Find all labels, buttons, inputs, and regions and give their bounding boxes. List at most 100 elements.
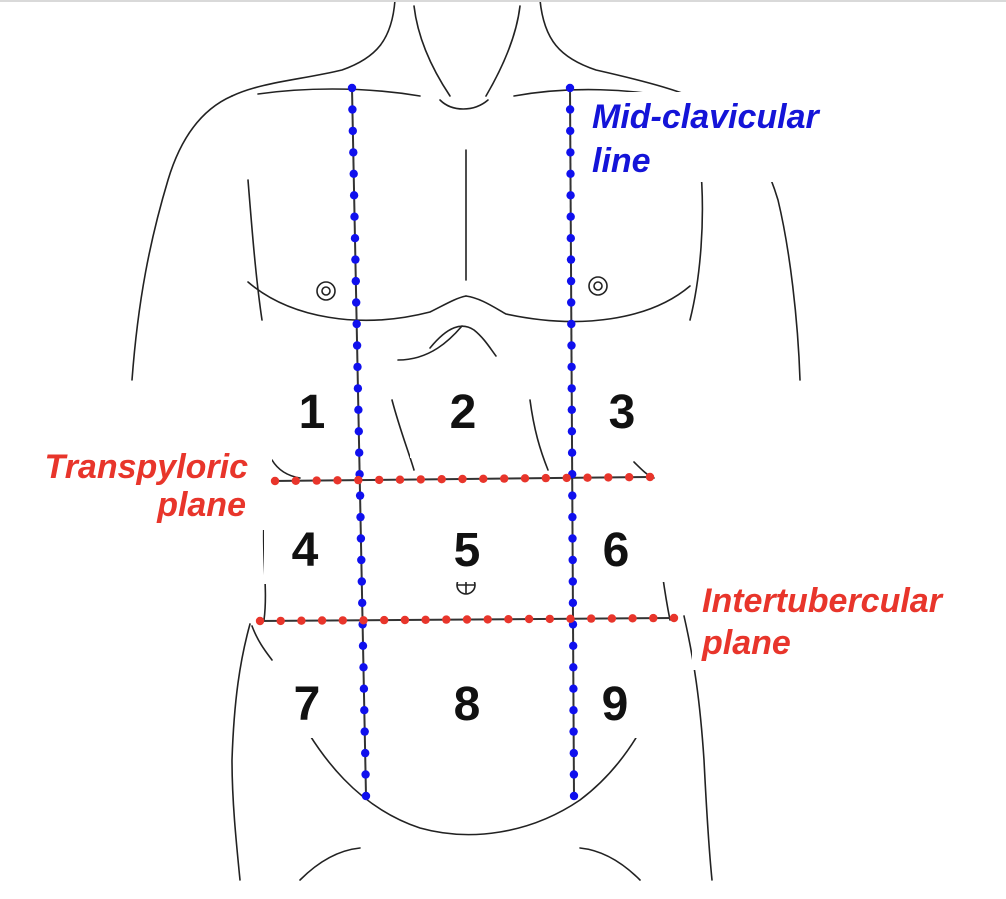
midclavicular-left-dot xyxy=(355,491,365,500)
transpyloric-label-line1: Transpyloric xyxy=(45,448,249,486)
midclavicular-left-dot xyxy=(355,448,364,457)
midclavicular-right-dot xyxy=(569,770,579,779)
region-6: 6 xyxy=(603,524,630,577)
midclavicular-left-dot xyxy=(352,298,361,307)
transpyloric-dot xyxy=(270,476,280,486)
midclavicular-right-dot xyxy=(567,319,576,329)
neck-inner-right xyxy=(485,5,521,97)
region-8: 8 xyxy=(454,678,481,731)
midclavicular-right-dot xyxy=(566,126,575,136)
midclavicular-left-dot xyxy=(347,83,357,93)
right-nipple xyxy=(588,276,608,296)
transpyloric-dot xyxy=(437,475,446,484)
midclavicular-right-dot xyxy=(568,512,577,522)
midclavicular-left-dot xyxy=(351,255,360,264)
intertubercular-dot xyxy=(380,615,389,625)
midclavicular-left-dot xyxy=(352,319,361,329)
left-arm-inner xyxy=(247,179,263,321)
intertubercular-dot xyxy=(504,615,513,624)
top-border xyxy=(0,0,1006,2)
transpyloric-dot xyxy=(416,475,425,484)
transpyloric-dot xyxy=(375,475,384,485)
intertubercular-dot xyxy=(607,614,617,623)
left-iliac xyxy=(251,625,273,661)
midclavicular-right-dot xyxy=(568,577,577,586)
midclavicular-right-dot xyxy=(569,706,578,715)
midclavicular-right-dot xyxy=(567,341,576,350)
midclavicular-left-dot xyxy=(348,105,357,114)
torso-outline xyxy=(131,0,801,881)
intertubercular-dot xyxy=(421,615,430,624)
midclavicular-left-dot xyxy=(357,577,366,586)
rectus-right xyxy=(529,399,549,471)
intertubercular-dot xyxy=(442,615,451,624)
midclavicular-left-dot xyxy=(353,384,363,393)
costal-left xyxy=(429,325,497,357)
right-arm-inner xyxy=(689,159,704,321)
midclavicular-right-dot xyxy=(567,298,576,307)
midclavicular-right-dot xyxy=(567,405,576,414)
midclavicular-right-dot xyxy=(569,727,578,736)
midclavicular-right-dot xyxy=(567,448,577,457)
midclavicular-right-dot xyxy=(568,534,577,543)
midclavicular-right-dot xyxy=(568,555,577,565)
transpyloric-dot xyxy=(583,473,592,482)
midclavicular-right-dot xyxy=(566,169,575,178)
intertubercular-dot xyxy=(587,614,596,623)
intertubercular-label-line1: Intertubercular xyxy=(702,582,944,620)
midclavicular-left-dot xyxy=(350,234,360,243)
transpyloric-dot xyxy=(458,474,467,484)
intertubercular-dot xyxy=(255,616,265,626)
midclavicular-right-dot xyxy=(569,748,578,758)
region-2: 2 xyxy=(450,386,477,439)
midclavicular-right-dot xyxy=(566,148,575,157)
midclavicular-left-dot xyxy=(348,126,357,136)
left-hip xyxy=(231,623,251,881)
region-7: 7 xyxy=(294,678,321,731)
region-4: 4 xyxy=(292,524,319,577)
midclavicular-left-dot xyxy=(360,706,369,715)
transpyloric-label-line2: plane xyxy=(156,486,246,524)
vertical-guide-right xyxy=(569,87,575,797)
intertubercular-dot xyxy=(462,615,472,624)
midclavicular-left-dot xyxy=(358,598,367,608)
dotted-lines xyxy=(255,83,679,801)
midclavicular-right-dot xyxy=(568,491,577,500)
inguinal-right xyxy=(579,847,641,881)
transpyloric-dot xyxy=(604,473,613,482)
region-number-masks xyxy=(0,92,1006,738)
intertubercular-dot xyxy=(359,616,368,625)
transpyloric-dot xyxy=(312,476,321,485)
midclavicular-left-dot xyxy=(361,791,371,801)
midclavicular-left-dot xyxy=(354,427,363,436)
region-9: 9 xyxy=(602,678,629,731)
midclavicular-right-dot xyxy=(566,191,575,200)
intertubercular-dot xyxy=(545,614,554,624)
intertubercular-dot xyxy=(317,616,327,625)
midclavicular-label-line2: line xyxy=(592,142,651,180)
midclavicular-right-dot xyxy=(567,427,577,436)
midclavicular-left-dot xyxy=(349,191,359,200)
left-nipple xyxy=(316,281,336,301)
midclavicular-left-dot xyxy=(351,276,360,286)
transpyloric-dot xyxy=(354,475,363,485)
intertubercular-dot xyxy=(297,616,306,625)
midclavicular-right-dot xyxy=(566,255,576,264)
transpyloric-dot xyxy=(562,473,571,483)
midclavicular-left-dot xyxy=(361,770,370,779)
transpyloric-dot xyxy=(395,475,405,484)
transpyloric-dot xyxy=(625,473,634,482)
midclavicular-left-dot xyxy=(358,641,368,650)
midclavicular-right-dot xyxy=(568,598,578,608)
intertubercular-dot xyxy=(649,613,658,623)
suprasternal xyxy=(439,99,489,110)
midclavicular-right-dot xyxy=(565,105,575,114)
midclavicular-left-dot xyxy=(353,362,362,372)
midclavicular-label-line1: Mid-clavicular xyxy=(592,98,821,136)
left-clavicle xyxy=(257,88,421,97)
intertubercular-dot xyxy=(669,613,679,623)
intertubercular-dot xyxy=(524,614,534,624)
midclavicular-left-dot xyxy=(349,169,358,178)
midclavicular-left-dot xyxy=(359,684,369,693)
neck-left xyxy=(231,0,396,97)
